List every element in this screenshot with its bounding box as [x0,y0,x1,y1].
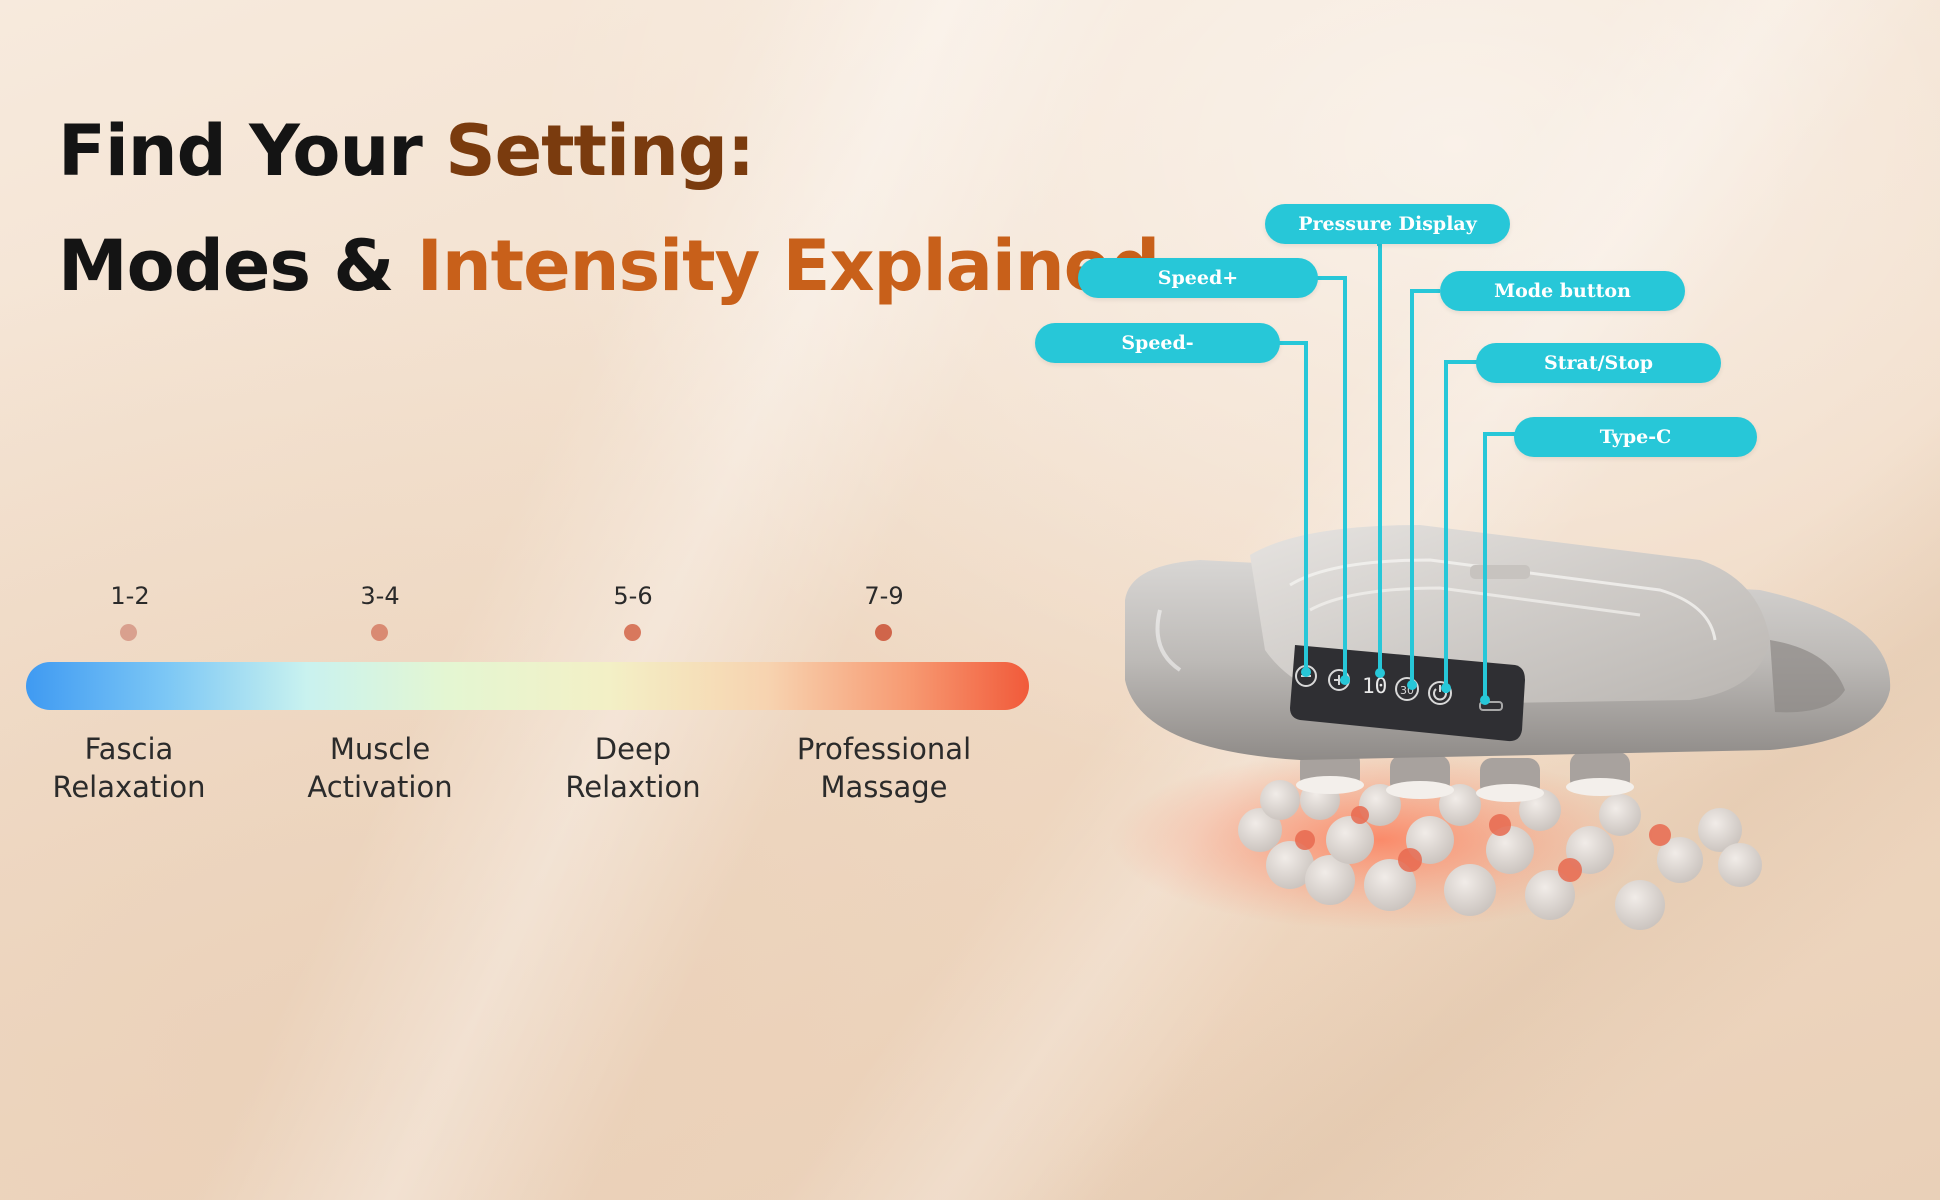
level-range-4: 7-9 [864,582,904,610]
mode-name-3-line-1: Deep [594,732,672,766]
type-c-port-icon [1479,701,1503,711]
massage-heads [1110,750,1762,930]
level-dot-3 [624,624,641,641]
page-title-line-2: Modes & Intensity Explained [58,225,1160,307]
title-part-2: Setting: [445,110,755,192]
intensity-gradient-bar [26,662,1029,710]
power-button-icon[interactable] [1428,681,1452,705]
level-range-1: 1-2 [110,582,150,610]
title-part-3: Modes & [58,225,417,307]
mode-name-2: Muscle Activation [270,730,490,806]
page-title-line-1: Find Your Setting: [58,110,755,192]
level-range-3: 5-6 [613,582,653,610]
mode-name-4-line-2: Massage [820,770,948,804]
callout-pressure-display: Pressure Display [1265,204,1510,244]
mode-name-3: Deep Relaxtion [523,730,743,806]
callout-start-stop: Strat/Stop [1476,343,1721,383]
title-part-1: Find Your [58,110,446,192]
level-dot-4 [875,624,892,641]
mode-name-1-line-1: Fascia [84,732,174,766]
mode-name-1-line-2: Relaxation [52,770,206,804]
mode-name-3-line-2: Relaxtion [565,770,701,804]
callout-mode-button: Mode button [1440,271,1685,311]
mode-name-2-line-2: Activation [307,770,453,804]
control-panel: 10 30 [1290,645,1525,742]
mode-name-1: Fascia Relaxation [19,730,239,806]
callout-speed-minus: Speed- [1035,323,1280,363]
level-dot-1 [120,624,137,641]
title-part-4: Intensity Explained [416,225,1160,307]
mode-name-2-line-1: Muscle [329,732,431,766]
callout-type-c: Type-C [1514,417,1757,457]
mode-name-4-line-1: Professional [796,732,972,766]
callout-leader-lines [1275,242,1516,704]
level-range-2: 3-4 [360,582,400,610]
mode-button-icon[interactable] [1395,677,1419,701]
pressure-display-readout: 10 [1362,674,1387,698]
mode-name-4: Professional Massage [774,730,994,806]
level-dot-2 [371,624,388,641]
callout-speed-plus: Speed+ [1078,258,1318,298]
